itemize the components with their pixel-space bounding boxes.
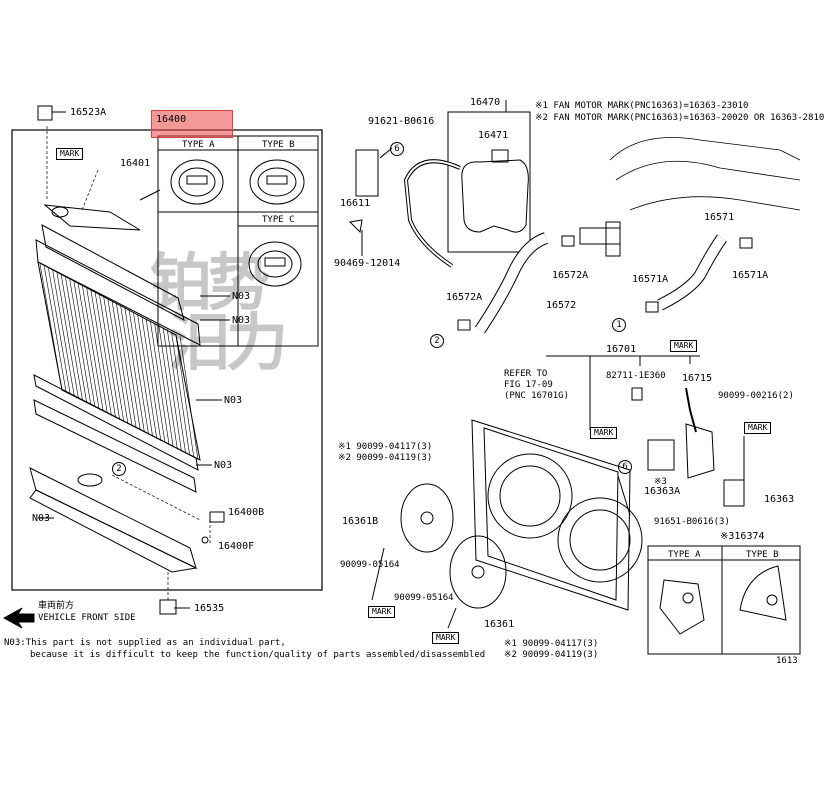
part-label-16400[interactable]: 16400 [156,114,187,125]
part-label-16471[interactable]: 16471 [478,130,509,141]
mark-label-motor: MARK [744,422,772,434]
part-label-16470[interactable]: 16470 [470,97,501,108]
circle-6-shroud: 6 [618,460,632,474]
refer-line-1: REFER TO [504,369,548,379]
radiator-cap-type-c [248,241,302,287]
part-label-16571[interactable]: 16571 [704,212,735,223]
vehicle-front-cn: 車両前方 [38,601,75,611]
part-label-n03-2[interactable]: N03 [232,315,251,326]
mark-label-shroud: MARK [590,427,618,439]
drain-cock [201,511,225,544]
part-label-16715[interactable]: 16715 [682,373,713,384]
bracket-types-box [647,545,801,655]
circle-6-bracket: 6 [390,142,404,156]
cap-type-c-label: TYPE C [262,215,295,225]
fan-motor [647,423,745,507]
cooling-fan-right [449,535,507,609]
mark-label-fan-right: MARK [432,632,460,644]
bottom-bolt-note-1[interactable]: ※1 90099-04117(3) [504,639,599,649]
part-label-16701[interactable]: 16701 [606,344,637,355]
circle-1-hose: 1 [612,318,626,332]
part-label-16361B[interactable]: 16361B [342,516,379,527]
bracket-type-b-label: TYPE B [746,550,779,560]
bracket-type-b [739,565,787,621]
relay-82711 [631,387,643,401]
note-3-mark: ※3 [654,477,667,487]
hose-clamps [457,235,753,331]
part-label-91621[interactable]: 91621-B0616 [368,116,435,127]
fan-motor-note-1: ※1 FAN MOTOR MARK(PNC16363)=16363-23010 [535,101,749,111]
part-label-16363[interactable]: 16363 [764,494,795,505]
left-bolt-note-1[interactable]: ※1 90099-04117(3) [338,442,433,452]
engine-outline [609,137,801,211]
top-mount-cushion [37,105,53,121]
part-label-16535[interactable]: 16535 [194,603,225,614]
part-label-16572[interactable]: 16572 [546,300,577,311]
footer-note-line-1: N03:This part is not supplied as an indi… [4,638,286,648]
part-label-90469[interactable]: 90469-12014 [334,258,401,269]
bracket-16611 [348,149,379,234]
cap-type-a-label: TYPE A [182,140,215,150]
cooling-fan-left [400,483,454,553]
vehicle-front-en: VEHICLE FRONT SIDE [38,613,136,623]
part-label-16400B[interactable]: 16400B [228,507,265,518]
part-label-16571A-1[interactable]: 16571A [632,274,669,285]
parts-diagram-canvas [2,100,801,655]
mark-label-fan-left: MARK [368,606,396,618]
bottom-mount-cushion [159,599,177,615]
part-label-16363A[interactable]: 16363A [644,486,681,497]
hose-pipe-fitting [579,221,621,257]
reservoir-tank [447,111,531,253]
wire-harness-16715 [685,387,697,433]
part-label-16572A-2[interactable]: 16572A [446,292,483,303]
bracket-type-a-label: TYPE A [668,550,701,560]
part-label-16523A[interactable]: 16523A [70,107,107,118]
radiator-cap-type-a [170,159,224,205]
part-label-16571A-2[interactable]: 16571A [732,270,769,281]
mark-label-radiator: MARK [56,148,84,160]
fan-shroud [471,419,643,611]
radiator-lower-tank [29,467,198,573]
part-label-n03-5[interactable]: N03 [32,513,51,524]
cap-type-b-label: TYPE B [262,140,295,150]
circle-2-radiator: 2 [112,462,126,476]
part-label-91651[interactable]: 91651-B0616(3) [654,517,730,527]
part-label-90099-00216[interactable]: 90099-00216(2) [718,391,794,401]
watermark-line-1: 铂势 [150,246,270,319]
circle-2-hose: 2 [430,334,444,348]
vehicle-front-arrow-icon [2,607,35,629]
footer-note-line-2: because it is difficult to keep the func… [30,650,486,660]
part-label-16400F[interactable]: 16400F [218,541,255,552]
part-label-n03-4[interactable]: N03 [214,460,233,471]
part-label-82711[interactable]: 82711-1E360 [606,371,666,381]
part-label-90099-05164-2[interactable]: 90099-05164 [394,593,454,603]
part-label-16401[interactable]: 16401 [120,158,151,169]
part-label-90099-05164-1[interactable]: 90099-05164 [340,560,400,570]
part-label-16374[interactable]: ※316374 [720,531,765,542]
part-label-16572A-1[interactable]: 16572A [552,270,589,281]
part-highlight [151,110,233,138]
radiator-cap-type-b [249,159,305,205]
figure-code: 1613 [776,656,798,666]
watermark-line-2: 汨力 [168,306,288,379]
refer-line-2: FIG 17-09 [504,380,553,390]
radiator-upper-tank [43,204,141,231]
refer-line-3: (PNC 16701G) [504,391,570,401]
fan-motor-note-2: ※2 FAN MOTOR MARK(PNC16363)=16363-20020 … [535,113,824,123]
part-label-n03-3[interactable]: N03 [224,395,243,406]
bottom-bolt-note-2[interactable]: ※2 90099-04119(3) [504,650,599,660]
bracket-type-a [659,579,705,635]
radiator-core [33,224,201,493]
mark-label-fan-relay: MARK [670,340,698,352]
part-label-16611[interactable]: 16611 [340,198,371,209]
left-bolt-note-2[interactable]: ※2 90099-04119(3) [338,453,433,463]
part-label-n03-1[interactable]: N03 [232,291,251,302]
part-label-16361[interactable]: 16361 [484,619,515,630]
